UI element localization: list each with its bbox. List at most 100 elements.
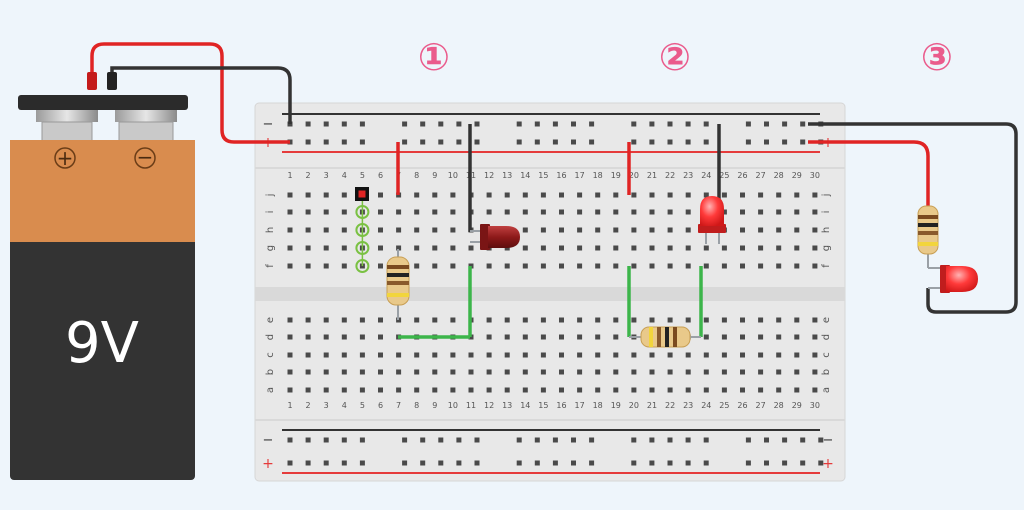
breadboard-hole — [595, 334, 601, 340]
breadboard-hole — [323, 352, 329, 358]
breadboard-hole — [287, 334, 293, 340]
breadboard-hole — [613, 245, 619, 251]
breadboard-hole — [667, 121, 673, 127]
breadboard-hole — [396, 387, 402, 393]
column-number: 20 — [629, 171, 639, 180]
breadboard-hole — [577, 263, 583, 269]
breadboard-hole — [540, 263, 546, 269]
breadboard-hole — [740, 263, 745, 269]
breadboard-hole — [559, 209, 564, 215]
breadboard-hole — [559, 263, 564, 269]
breadboard-hole — [341, 192, 347, 198]
breadboard-hole — [486, 317, 492, 323]
breadboard-hole — [414, 263, 420, 269]
breadboard-hole — [571, 139, 576, 145]
breadboard-hole — [396, 227, 402, 233]
row-letter: d — [821, 334, 832, 340]
breadboard-hole — [667, 369, 673, 375]
breadboard-hole — [595, 369, 601, 375]
column-number: 28 — [774, 401, 784, 410]
breadboard-hole — [305, 121, 311, 127]
selection-ring — [355, 223, 370, 237]
column-number: 18 — [593, 401, 603, 410]
breadboard-hole — [667, 209, 673, 215]
breadboard-hole — [552, 437, 558, 443]
breadboard-hole — [341, 317, 347, 323]
column-number: 16 — [556, 401, 566, 410]
breadboard-hole — [522, 192, 528, 198]
circuit3-red-wire — [808, 140, 930, 212]
breadboard-hole — [745, 460, 751, 466]
breadboard-hole — [721, 352, 727, 358]
breadboard-hole — [559, 192, 564, 198]
breadboard-hole — [378, 387, 383, 393]
breadboard-hole — [595, 209, 601, 215]
breadboard-hole — [589, 139, 595, 145]
battery-voltage-label: 9V — [65, 311, 139, 376]
breadboard-hole — [432, 352, 438, 358]
breadboard-hole — [740, 317, 745, 323]
breadboard-hole — [649, 387, 655, 393]
breadboard-hole — [323, 460, 329, 466]
breadboard-hole — [613, 209, 619, 215]
breadboard-hole — [812, 387, 818, 393]
breadboard-hole — [378, 209, 383, 215]
breadboard-hole — [504, 209, 510, 215]
breadboard-hole — [305, 334, 311, 340]
breadboard-hole — [595, 227, 601, 233]
breadboard-hole — [703, 437, 709, 443]
breadboard-hole — [432, 227, 438, 233]
breadboard-hole — [631, 352, 637, 358]
breadboard-hole — [782, 121, 788, 127]
breadboard-hole — [456, 437, 462, 443]
breadboard-hole — [631, 245, 637, 251]
breadboard: −−++−−++11223344556677889910101111121213… — [254, 102, 846, 482]
breadboard-hole — [776, 317, 782, 323]
breadboard-hole — [685, 263, 691, 269]
breadboard-hole — [577, 192, 583, 198]
column-number: 5 — [360, 401, 365, 410]
breadboard-hole — [323, 317, 329, 323]
breadboard-hole — [595, 387, 601, 393]
breadboard-hole — [776, 192, 782, 198]
led-circuit1-dark-red — [470, 224, 520, 250]
breadboard-hole — [432, 263, 438, 269]
column-number: 4 — [342, 401, 347, 410]
breadboard-hole — [456, 121, 462, 127]
column-number: 11 — [466, 401, 476, 410]
breadboard-hole — [595, 192, 601, 198]
breadboard-hole — [323, 437, 329, 443]
breadboard-hole — [703, 352, 709, 358]
battery-9v: + − 9V — [10, 95, 195, 480]
breadboard-hole — [486, 387, 492, 393]
breadboard-hole — [540, 245, 546, 251]
breadboard-hole — [468, 245, 474, 251]
breadboard-hole — [812, 245, 818, 251]
breadboard-hole — [396, 369, 402, 375]
breadboard-hole — [402, 460, 408, 466]
breadboard-hole — [450, 245, 456, 251]
breadboard-hole — [305, 227, 311, 233]
row-letter: c — [265, 352, 276, 358]
breadboard-hole — [758, 227, 764, 233]
circuit-markers: ① ② ③ — [418, 35, 953, 79]
breadboard-hole — [613, 369, 619, 375]
battery-plus-icon — [54, 147, 76, 169]
breadboard-hole — [414, 369, 420, 375]
breadboard-hole — [613, 227, 619, 233]
column-number: 21 — [647, 171, 657, 180]
breadboard-hole — [341, 121, 347, 127]
breadboard-hole — [474, 437, 480, 443]
breadboard-hole — [703, 245, 709, 251]
breadboard-hole — [595, 245, 601, 251]
breadboard-hole — [359, 369, 365, 375]
breadboard-hole — [776, 352, 782, 358]
breadboard-hole — [776, 245, 782, 251]
breadboard-hole — [685, 317, 691, 323]
rail-plus-sign: + — [822, 456, 834, 472]
breadboard-hole — [740, 209, 745, 215]
breadboard-hole — [649, 209, 655, 215]
breadboard-hole — [305, 317, 311, 323]
breadboard-hole — [432, 317, 438, 323]
row-letter: h — [821, 227, 832, 233]
